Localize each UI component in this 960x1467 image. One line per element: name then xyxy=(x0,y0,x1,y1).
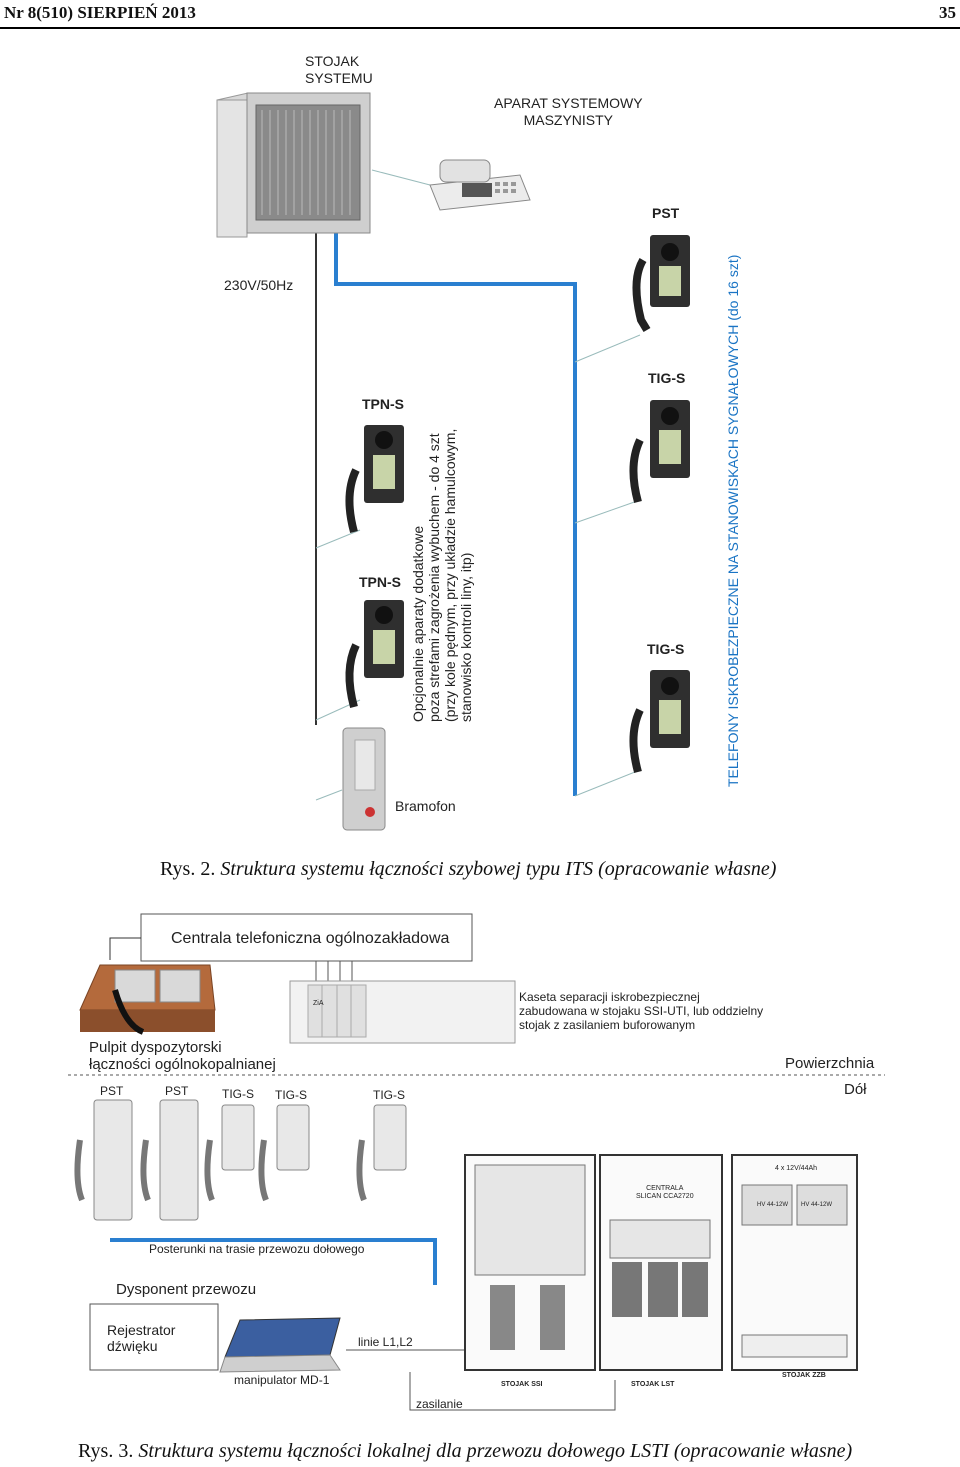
label-phone-5: TIG-S xyxy=(373,1088,405,1102)
label-bramofon: Bramofon xyxy=(395,798,456,814)
label-phone-4: TIG-S xyxy=(275,1088,307,1102)
rack-lst xyxy=(599,1154,723,1371)
label-surface: Powierzchnia xyxy=(785,1055,875,1072)
figure-2-caption-text: Struktura systemu łączności szybowej typ… xyxy=(220,858,777,880)
figure-2-caption-prefix: Rys. 2. xyxy=(160,858,216,880)
label-rack-zzb: STOJAK ZZB xyxy=(782,1372,826,1379)
dispatcher-console xyxy=(79,964,216,1035)
separation-line2: zabudowana w stojaku SSI-UTI, lub oddzie… xyxy=(519,1004,764,1018)
header-rule xyxy=(0,27,960,29)
label-battery: 4 x 12V/44Ah xyxy=(775,1165,818,1172)
phone-pst xyxy=(632,235,690,333)
label-posts: Posterunki na trasie przewozu dołowego xyxy=(149,1242,365,1256)
label-rack-central: CENTRALA SLICAN CCA2720 xyxy=(636,1185,694,1201)
recorder-box xyxy=(89,1303,219,1371)
rack-central-line2: SLICAN CCA2720 xyxy=(636,1193,694,1200)
label-phone-1: PST xyxy=(100,1084,124,1098)
central-arrow-line xyxy=(109,937,141,960)
label-dispatcher-console: Pulpit dyspozytorski łączności ogólnokop… xyxy=(89,1039,276,1073)
rack-ssi xyxy=(464,1154,596,1371)
label-underground: Dół xyxy=(844,1081,867,1098)
label-separation-cassette: Kaseta separacji iskrobezpiecznej zabudo… xyxy=(519,990,763,1032)
label-system-rack-line1: STOJAK xyxy=(305,53,360,69)
figure-3-caption-prefix: Rys. 3. xyxy=(78,1440,134,1462)
label-driver-phone-line1: APARAT SYSTEMOWY xyxy=(494,95,643,111)
phone-tpn-s-1 xyxy=(345,425,404,534)
label-system-rack-line2: SYSTEMU xyxy=(305,70,373,86)
rack-central-line1: CENTRALA xyxy=(646,1185,684,1192)
label-manipulator: manipulator MD-1 xyxy=(234,1373,330,1387)
driver-desk-phone xyxy=(429,159,531,211)
branch-lines xyxy=(315,169,641,801)
blue-bus-line xyxy=(110,1238,437,1285)
label-tpn-s-1: TPN-S xyxy=(362,396,404,412)
page-number: 35 xyxy=(939,3,956,22)
label-lines: linie L1,L2 xyxy=(358,1335,413,1349)
recorder-line1: Rejestrator xyxy=(107,1322,176,1338)
label-tig-s-1: TIG-S xyxy=(648,370,686,386)
label-power-supply: 230V/50Hz xyxy=(224,277,294,293)
page-header-journal: Nr 8(510) SIERPIEŃ 2013 xyxy=(4,3,196,22)
console-line2: łączności ogólnokopalnianej xyxy=(89,1056,276,1073)
label-driver-phone: APARAT SYSTEMOWY MASZYNISTY xyxy=(494,95,643,129)
label-hv-1: HV 44-12W xyxy=(757,1202,789,1208)
blue-cable-lines xyxy=(334,232,577,796)
rack-zzb xyxy=(731,1154,858,1371)
bramofon-device xyxy=(342,727,386,831)
label-central-exchange: Centrala telefoniczna ogólnozakładowa xyxy=(171,930,450,947)
figure-2-caption: Rys. 2. Struktura systemu łączności szyb… xyxy=(160,858,776,881)
label-system-rack: STOJAK SYSTEMU xyxy=(305,53,373,87)
label-module-zia: ZiA xyxy=(313,1000,324,1007)
label-hv-2: HV 44-12W xyxy=(801,1202,833,1208)
label-pst: PST xyxy=(652,205,680,221)
recorder-line2: dźwięku xyxy=(107,1338,158,1354)
supply-line xyxy=(409,1372,616,1411)
figure-3-caption: Rys. 3. Struktura systemu łączności loka… xyxy=(78,1440,852,1463)
label-rack-lst: STOJAK LST xyxy=(631,1381,675,1388)
label-tig-s-2: TIG-S xyxy=(647,641,685,657)
console-line1: Pulpit dyspozytorski xyxy=(89,1039,222,1056)
label-phone-2: PST xyxy=(165,1084,189,1098)
separation-line1: Kaseta separacji iskrobezpiecznej xyxy=(519,990,700,1004)
manipulator-md1 xyxy=(219,1317,465,1373)
label-recorder: Rejestrator dźwięku xyxy=(107,1322,175,1354)
underground-phones xyxy=(74,1099,407,1221)
label-phone-3: TIG-S xyxy=(222,1087,254,1101)
label-rack-ssi: STOJAK SSI xyxy=(501,1381,543,1388)
system-rack-cabinet xyxy=(216,92,371,238)
label-dispatcher: Dysponent przewozu xyxy=(116,1281,257,1298)
separation-cassette xyxy=(289,980,516,1044)
label-supply: zasilanie xyxy=(416,1397,463,1411)
label-tpn-s-2: TPN-S xyxy=(359,574,401,590)
phone-tig-s-2 xyxy=(629,670,690,774)
phone-tig-s-1 xyxy=(629,400,690,504)
label-driver-phone-line2: MASZYNISTY xyxy=(523,112,614,128)
figure-3-caption-text: Struktura systemu łączności lokalnej dla… xyxy=(138,1440,853,1462)
separation-line3: stojak z zasilaniem buforowanym xyxy=(519,1018,696,1032)
phone-tpn-s-2 xyxy=(345,600,404,709)
